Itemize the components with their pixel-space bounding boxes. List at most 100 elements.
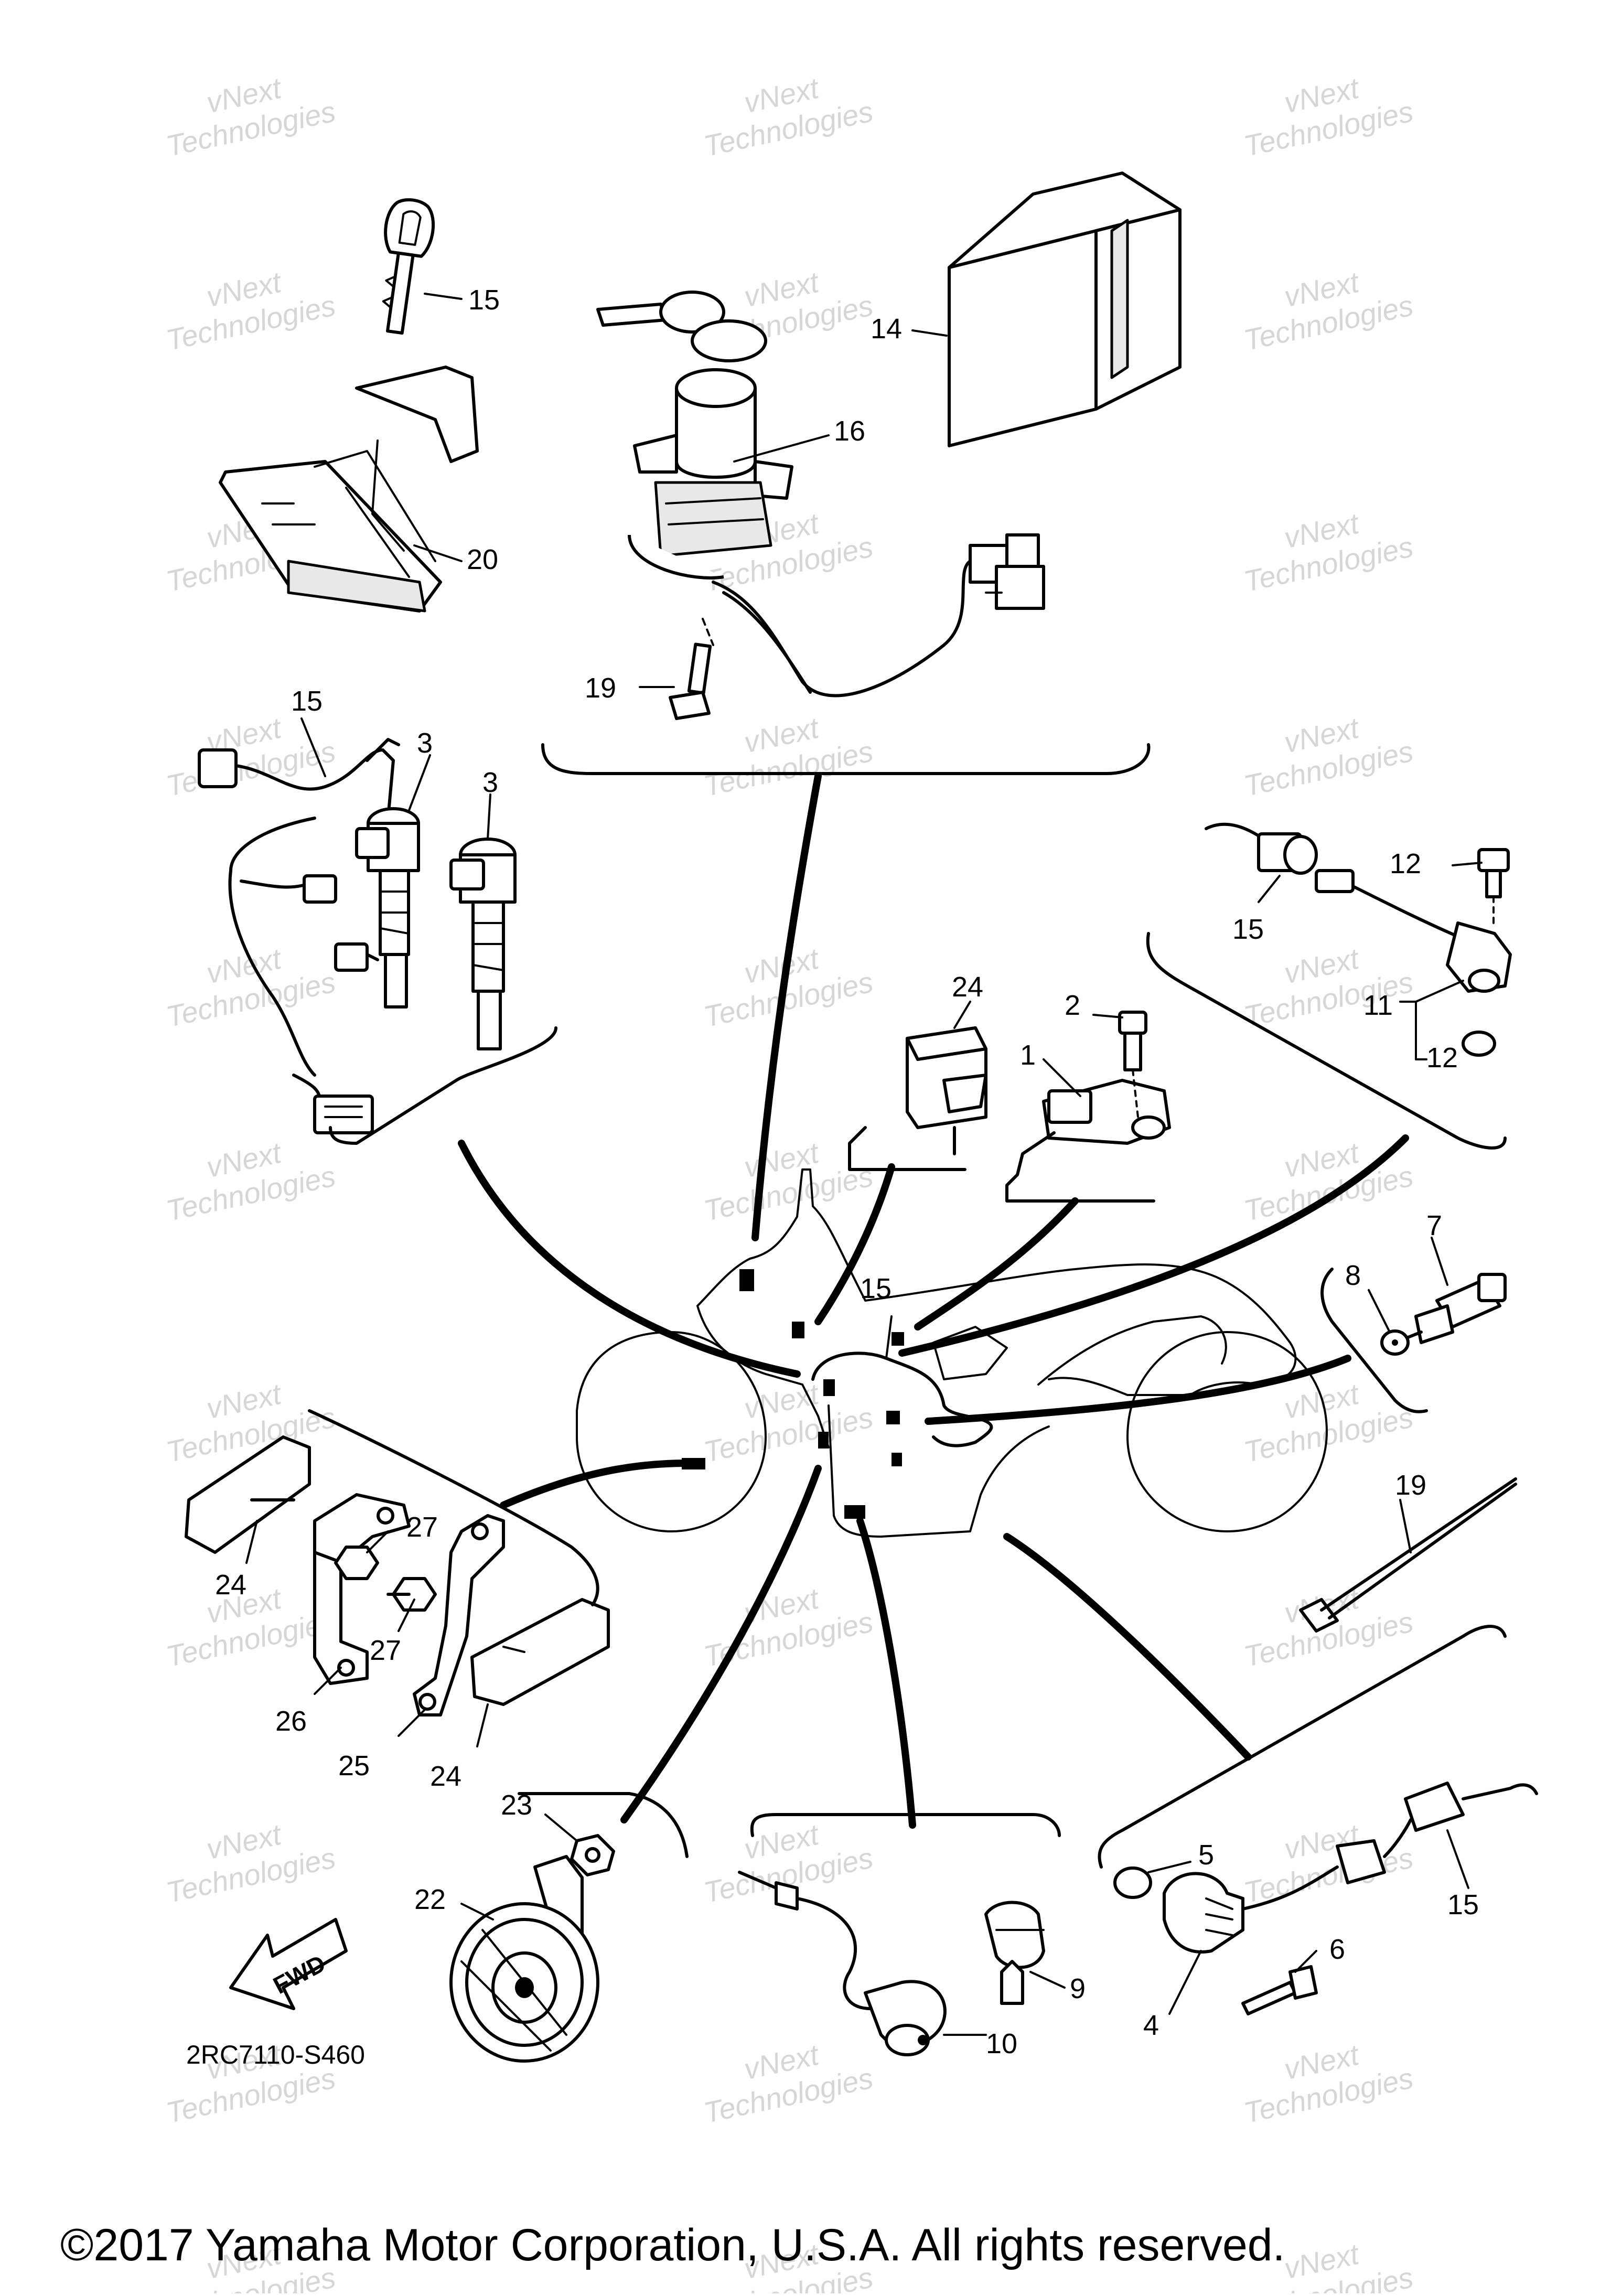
watermark: vNextTechnologies	[694, 1572, 876, 1673]
relay-icon	[906, 1026, 987, 1155]
group-bracket	[366, 738, 400, 762]
leader-line	[476, 1703, 489, 1747]
callout-label: 5	[1198, 1839, 1214, 1871]
group-bracket	[329, 1026, 557, 1145]
key-icon	[382, 198, 435, 335]
group-bracket	[750, 1813, 1061, 1837]
callout-label: 24	[215, 1569, 246, 1601]
leader-line	[1399, 980, 1464, 1060]
callout-label: 24	[952, 971, 983, 1003]
callout-label: 11	[1363, 990, 1393, 1021]
watermark: vNextTechnologies	[694, 701, 876, 802]
leader-line	[1029, 1971, 1066, 1989]
watermark: vNextTechnologies	[1234, 2028, 1416, 2129]
leader-line	[366, 1530, 389, 1553]
leader-line	[460, 1903, 494, 1921]
watermark: vNextTechnologies	[156, 1808, 338, 1909]
watermark: vNextTechnologies	[694, 1367, 876, 1468]
bolt-icon	[669, 618, 714, 720]
leader-line	[1092, 1014, 1123, 1018]
watermark: vNextTechnologies	[156, 1367, 338, 1468]
callout-label: 15	[1232, 914, 1264, 945]
fwd-arrow-icon: FWD	[229, 1918, 348, 2010]
reflector-icon	[185, 1435, 610, 1706]
leader-line	[1446, 1829, 1469, 1889]
leader-line	[1043, 1058, 1081, 1097]
horn-icon	[449, 1855, 599, 2063]
callout-label: 6	[1329, 1934, 1345, 1965]
watermark: vNextTechnologies	[1234, 701, 1416, 802]
callout-label: 24	[430, 1761, 461, 1792]
ignition-switch-icon	[596, 291, 1045, 698]
callout-label: 15	[468, 284, 500, 316]
leader-line	[1452, 862, 1483, 866]
callout-label: 1	[1020, 1039, 1036, 1071]
sensor-icon	[738, 1871, 1045, 2056]
copyright-notice: ©2017 Yamaha Motor Corporation, U.S.A. A…	[60, 2220, 1285, 2270]
main-harness	[811, 1351, 993, 1447]
callout-label: 19	[585, 672, 616, 704]
callout-label: 2	[1065, 990, 1080, 1021]
watermark: vNextTechnologies	[156, 1572, 338, 1673]
callout-label: 27	[370, 1635, 401, 1666]
leader-line	[1399, 1499, 1412, 1553]
callout-label: 16	[834, 415, 865, 447]
watermark: vNextTechnologies	[1234, 61, 1416, 163]
leader-line	[408, 754, 431, 811]
leader-line	[1258, 875, 1281, 903]
leader-line	[1168, 1950, 1202, 2015]
watermark-layer: vNextTechnologies vNextTechnologies vNextT…	[156, 61, 1416, 2296]
leader-line	[300, 717, 326, 777]
callout-label: 26	[275, 1705, 307, 1737]
group-bracket	[1098, 1625, 1507, 1869]
leader-line	[544, 1814, 578, 1842]
callout-label: 15	[1447, 1889, 1479, 1921]
group-bracket	[541, 743, 1151, 775]
watermark: vNextTechnologies	[694, 61, 876, 163]
callout-label: 19	[1395, 1469, 1426, 1501]
watermark: vNextTechnologies	[156, 1126, 338, 1227]
group-bracket	[848, 1126, 966, 1171]
callout-label: 14	[871, 313, 902, 345]
callout-label: 12	[1390, 848, 1421, 879]
watermark: vNextTechnologies	[694, 1126, 876, 1227]
leader-line	[487, 793, 491, 840]
watermark: vNextTechnologies	[1234, 1808, 1416, 1909]
sensor-icon	[1042, 1011, 1171, 1145]
group-bracket	[1320, 1268, 1428, 1413]
watermark: vNextTechnologies	[1234, 255, 1416, 357]
group-bracket	[1146, 932, 1507, 1150]
watermark: vNextTechnologies	[694, 2028, 876, 2129]
group-bracket	[308, 1409, 599, 1606]
group-bracket	[1005, 1131, 1155, 1203]
callout-label: 20	[467, 544, 498, 575]
watermark: vNextTechnologies	[156, 932, 338, 1033]
watermark: vNextTechnologies	[156, 61, 338, 163]
callout-label: 27	[406, 1511, 438, 1543]
leader-line	[1147, 1861, 1191, 1873]
leader-line	[911, 329, 948, 337]
callout-label: 22	[414, 1884, 446, 1915]
group-bracket	[518, 1792, 689, 1858]
callout-label: 12	[1426, 1042, 1458, 1074]
leader-line	[398, 1598, 415, 1632]
group-lines	[458, 773, 1409, 1829]
part-code: 2RC7110-S460	[186, 2040, 365, 2069]
leader-line	[314, 1667, 342, 1695]
callout-label: 10	[986, 2028, 1017, 2059]
leader-line	[733, 434, 830, 463]
bracket-icon	[313, 1493, 505, 1716]
callout-label: 9	[1070, 1973, 1086, 2004]
callout-label: 4	[1143, 2010, 1159, 2041]
nut-icon	[313, 1546, 437, 1612]
callout-label: 23	[501, 1789, 532, 1821]
callout-label: 25	[338, 1750, 370, 1782]
callout-layer: 15 20 16 14 19 15 3 3 12 15 24 2 1 11 12…	[215, 284, 1479, 2059]
ecu-box-icon	[948, 171, 1182, 447]
leader-line	[1368, 1289, 1391, 1333]
watermark: vNextTechnologies	[1234, 1126, 1416, 1227]
battery-box-icon	[219, 366, 479, 613]
connector-markers	[682, 1269, 904, 1519]
nut-icon	[570, 1834, 615, 1876]
